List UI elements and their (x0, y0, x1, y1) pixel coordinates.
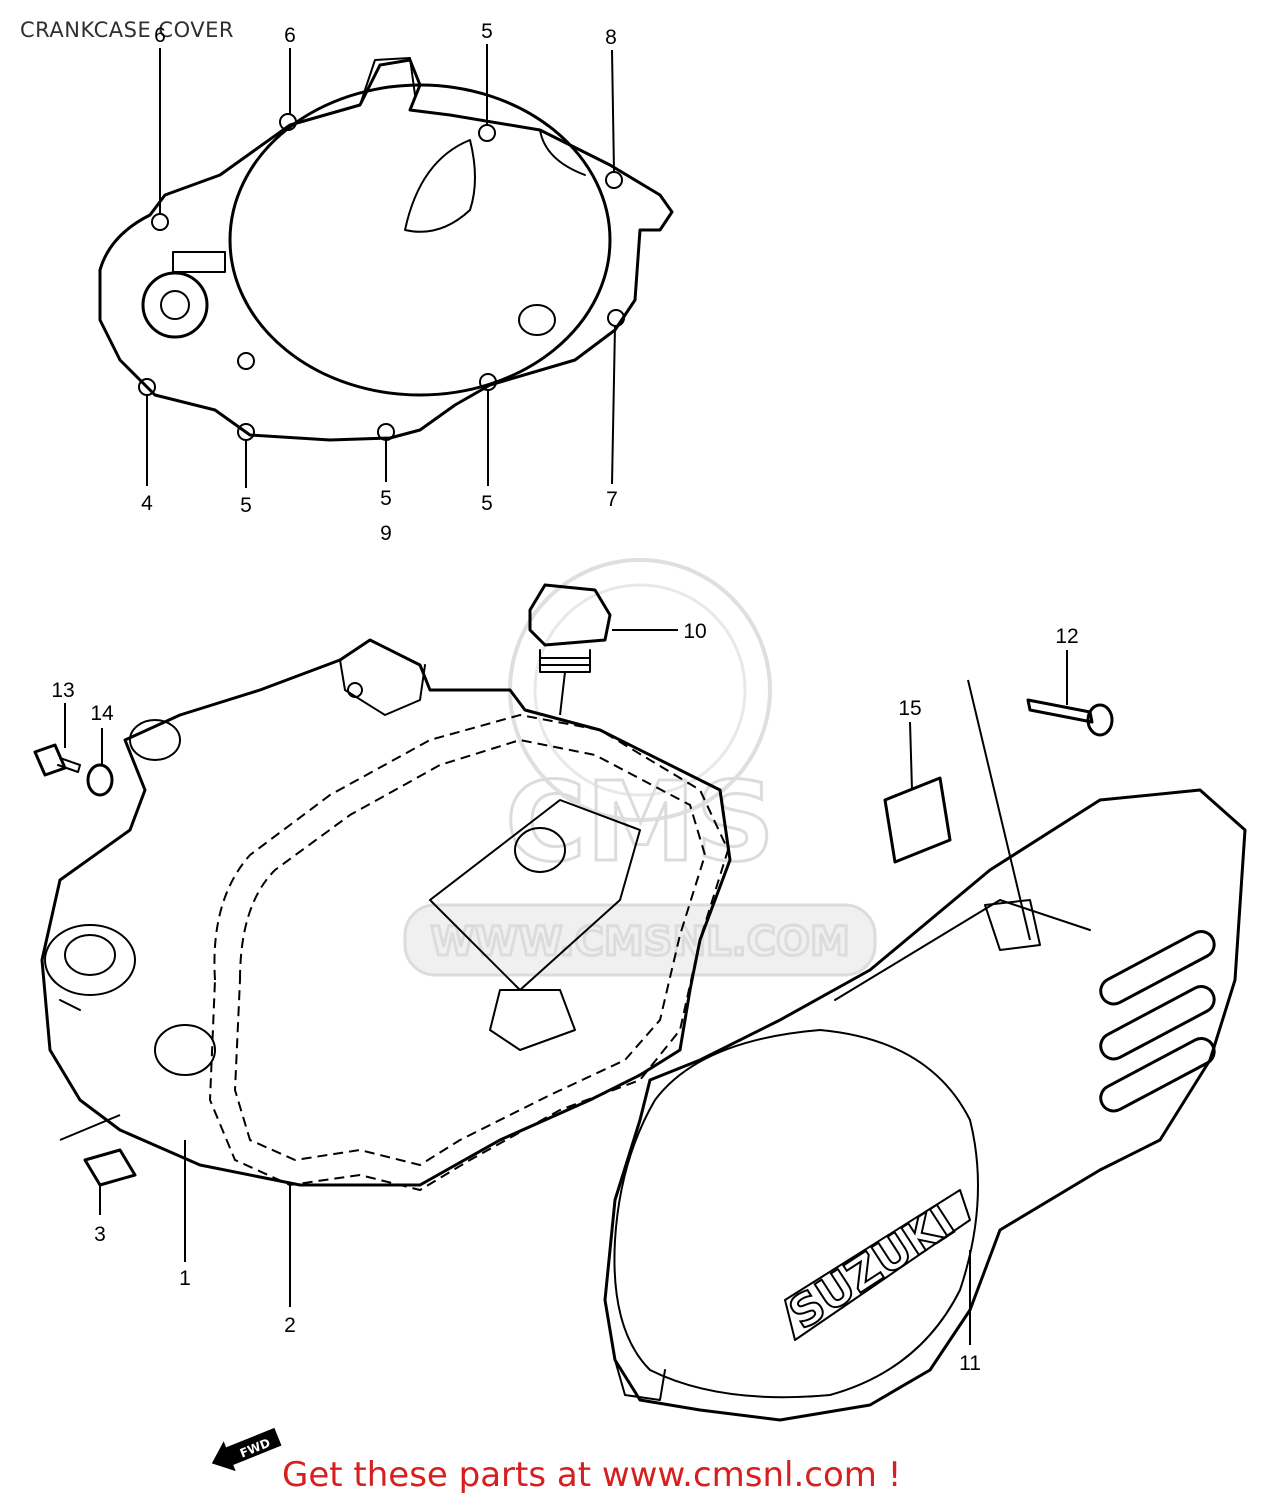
callout-1: 1 (179, 1267, 191, 1290)
footer-link[interactable]: Get these parts at www.cmsnl.com ! (282, 1455, 902, 1495)
callout-10: 10 (683, 620, 706, 643)
screw-12 (1026, 650, 1114, 737)
callout-13: 13 (51, 679, 74, 702)
callout-11: 11 (959, 1352, 981, 1375)
callout-15: 15 (898, 697, 921, 720)
callout-6b: 6 (284, 24, 296, 47)
top-cover-drawing (98, 44, 674, 488)
washer-14 (86, 728, 114, 797)
callout-7: 7 (606, 488, 618, 511)
dowel-pin-3 (59, 1114, 137, 1215)
watermark-url: WWW.CMSNL.COM (430, 919, 850, 965)
callout-5a: 5 (481, 20, 493, 43)
bolt-13 (33, 703, 81, 777)
page-title: CRANKCASE COVER (20, 18, 234, 42)
fwd-arrow-icon: FWD (211, 1427, 282, 1472)
gasket-2 (208, 713, 730, 1192)
watermark: CMS WWW.CMSNL.COM (403, 558, 877, 977)
callout-3: 3 (94, 1223, 106, 1246)
plate-15 (883, 721, 952, 864)
callout-2: 2 (284, 1314, 296, 1337)
callout-5c: 5 (380, 487, 392, 510)
callout-5b: 5 (240, 494, 252, 517)
callout-4: 4 (141, 492, 153, 515)
callout-6a: 6 (154, 24, 166, 47)
filler-cap-10 (528, 583, 678, 716)
callout-14: 14 (90, 702, 114, 725)
callout-5d: 5 (481, 492, 493, 515)
callout-9: 9 (380, 522, 392, 545)
crankcase-cover-1 (40, 638, 732, 1187)
callout-8: 8 (605, 26, 617, 49)
watermark-brand: CMS (505, 758, 774, 886)
suzuki-logo: SUZUKI (780, 1196, 963, 1340)
callout-12: 12 (1055, 625, 1078, 648)
